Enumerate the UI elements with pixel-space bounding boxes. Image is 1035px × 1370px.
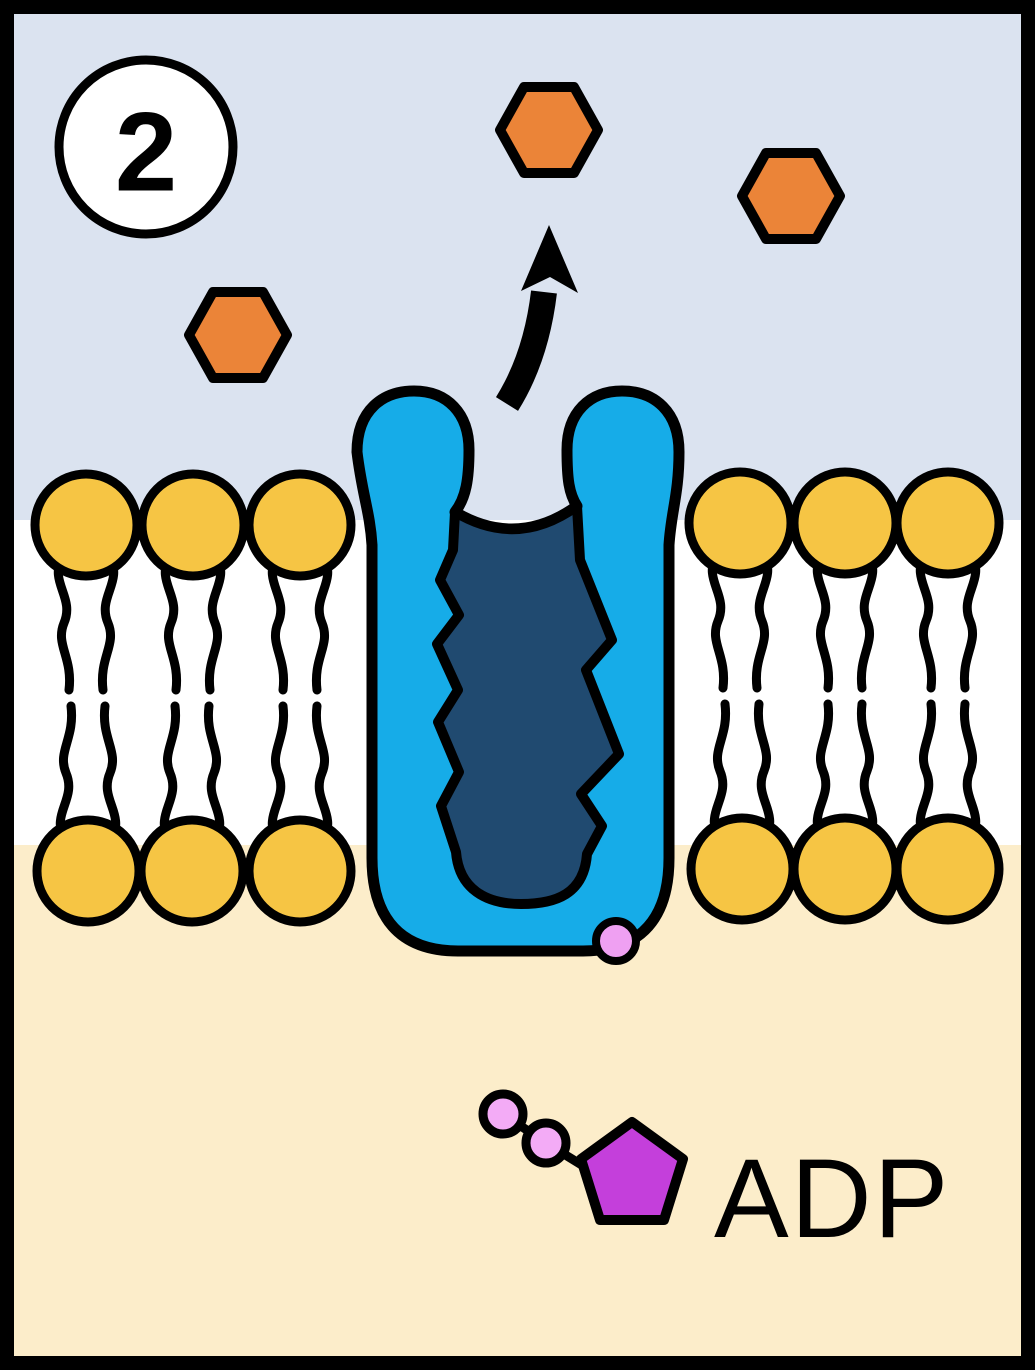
step-badge-circle — [54, 55, 238, 239]
phosphate-icon — [592, 917, 640, 965]
substrate-hexagon-icon — [737, 148, 845, 244]
release-arrow-icon — [495, 225, 578, 411]
adp-phosphate-icon — [478, 1089, 528, 1139]
step-badge: 2 — [54, 55, 238, 239]
adp-label: ADP — [714, 1136, 950, 1261]
adp-molecule: ADP — [478, 1089, 950, 1261]
protein-cavity-shape — [432, 501, 624, 909]
adp-phosphate-icon — [521, 1118, 571, 1168]
substrate-hexagon-icon — [184, 287, 292, 383]
adenosine-pentagon-icon — [576, 1117, 688, 1225]
substrate-hexagon-icon — [495, 82, 603, 178]
step-badge-number: 2 — [115, 90, 177, 215]
